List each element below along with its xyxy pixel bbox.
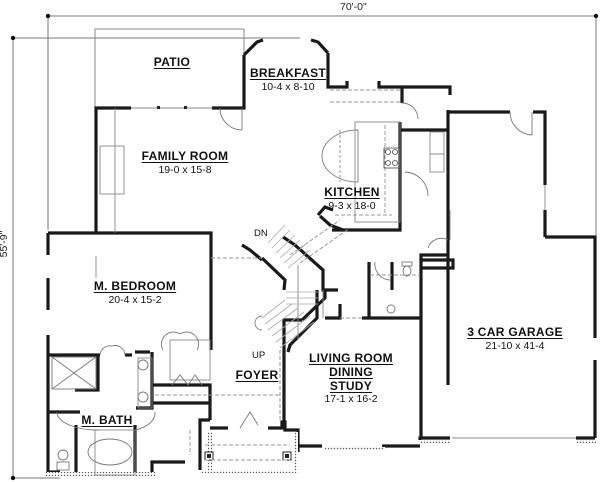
room-label-garage: 3 CAR GARAGE 21-10 x 41-4	[455, 325, 575, 352]
room-name: LIVING ROOM	[309, 351, 393, 365]
room-name: KITCHEN	[324, 185, 380, 199]
walls	[46, 38, 597, 476]
porch-hatch	[44, 432, 596, 476]
room-label-kitchen: KITCHEN 9-3 x 18-0	[312, 185, 392, 212]
room-name-2: DINING	[329, 364, 373, 379]
stair-down-label: DN	[254, 228, 268, 239]
thin-lines	[94, 108, 576, 476]
room-name: PATIO	[153, 55, 191, 69]
room-label-master-bath: M. BATH	[72, 413, 142, 428]
room-label-living-room: LIVING ROOM DINING STUDY 17-1 x 16-2	[296, 351, 406, 406]
overall-depth-dimension: 55'-9"	[0, 230, 10, 258]
patio-door	[130, 106, 212, 109]
overall-width-dimension: 70'-0"	[340, 1, 367, 13]
room-name: M. BATH	[81, 413, 133, 427]
room-dimensions: 17-1 x 16-2	[324, 393, 378, 406]
dimension-lines	[12, 15, 597, 479]
stair-treads	[261, 224, 318, 349]
dashed-lines	[155, 89, 420, 461]
stair-up-label: UP	[252, 350, 266, 361]
room-name-3: STUDY	[329, 378, 373, 393]
room-dimensions: 19-0 x 15-8	[158, 163, 212, 176]
kitchen-island	[321, 129, 359, 183]
room-dimensions: 10-4 x 8-10	[261, 80, 315, 93]
door-swings	[56, 102, 533, 431]
room-name: 3 CAR GARAGE	[467, 325, 563, 339]
room-name: FAMILY ROOM	[141, 149, 229, 163]
stair-newel	[254, 315, 263, 331]
room-dimensions: 9-3 x 18-0	[328, 199, 376, 212]
room-label-breakfast: BREAKFAST 10-4 x 8-10	[240, 66, 336, 93]
dimension-dots	[10, 13, 599, 481]
room-name: FOYER	[235, 368, 279, 382]
room-dimensions: 21-10 x 41-4	[485, 339, 545, 352]
room-dimensions: 20-4 x 15-2	[108, 293, 162, 306]
porch-columns	[204, 451, 292, 461]
cooktop	[383, 147, 400, 169]
room-label-patio: PATIO	[132, 55, 212, 70]
room-label-family-room: FAMILY ROOM 19-0 x 15-8	[125, 149, 245, 176]
bath-fixtures	[51, 261, 413, 471]
room-name: M. BEDROOM	[93, 279, 177, 293]
room-label-master-bedroom: M. BEDROOM 20-4 x 15-2	[80, 279, 190, 306]
room-label-foyer: FOYER	[222, 368, 292, 383]
room-name: BREAKFAST	[249, 66, 327, 80]
